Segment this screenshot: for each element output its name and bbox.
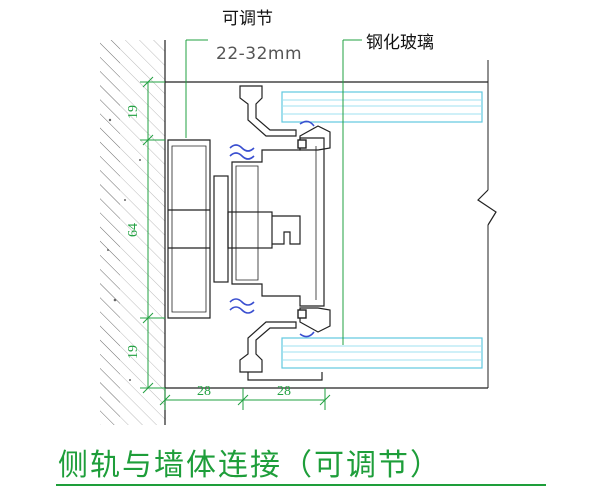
dim-28-right: 28 bbox=[277, 384, 291, 399]
dim-19-top: 19 bbox=[126, 105, 141, 119]
dim-28-left: 28 bbox=[197, 384, 211, 399]
horizontal-dimensions bbox=[159, 388, 331, 410]
adjustable-label: 可调节 bbox=[222, 9, 273, 29]
dim-64: 64 bbox=[126, 223, 141, 237]
side-rail-profile bbox=[167, 85, 331, 381]
vertical-dimensions bbox=[140, 76, 165, 394]
caption-underline bbox=[56, 484, 546, 486]
break-mark bbox=[477, 189, 497, 226]
drawing-caption: 侧轨与墙体连接（可调节） bbox=[58, 448, 442, 483]
dim-19-bottom: 19 bbox=[126, 345, 141, 359]
adjustable-range-label: 22-32mm bbox=[216, 44, 303, 64]
wall bbox=[100, 40, 166, 425]
tempered-glass-label: 钢化玻璃 bbox=[366, 33, 434, 53]
tempered-glass bbox=[281, 91, 483, 369]
leaders bbox=[185, 39, 362, 345]
gaskets bbox=[229, 120, 315, 338]
